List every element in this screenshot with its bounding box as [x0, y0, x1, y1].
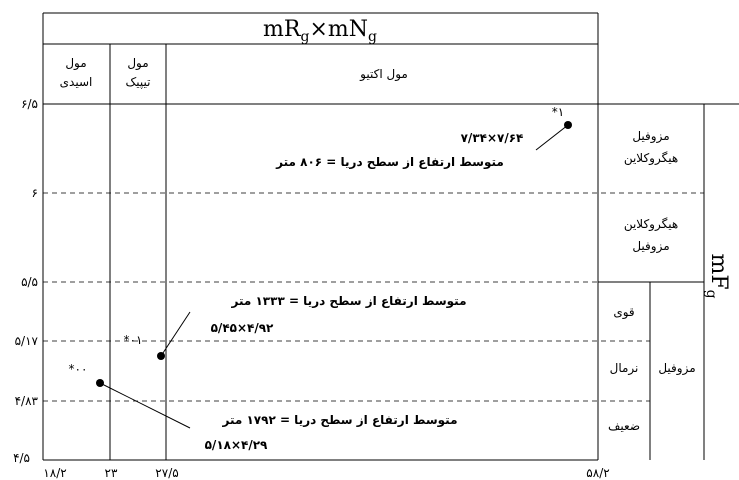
point-3-value: ۵/۱۸×۴/۲۹	[205, 438, 268, 452]
x-tick: ۵۸/۲	[586, 466, 609, 480]
col-acidic-line2: اسیدی	[60, 75, 93, 89]
col-typic-line2: تیپیک	[126, 75, 151, 89]
data-point-1	[564, 121, 572, 129]
point-labels: *۱ *۰۱ *۰۰	[69, 105, 565, 376]
column-headers: مول اسیدی مول تیپیک مول اکتیو	[60, 56, 408, 89]
region-normal: نرمال	[610, 361, 639, 376]
y-tick: ۶	[32, 186, 38, 200]
region-strong: قوی	[613, 305, 634, 320]
point-1-value: ۷/۳۴×۷/۶۴	[461, 131, 524, 145]
annotations: ۷/۳۴×۷/۶۴ متوسط ارتفاع از سطح دریا = ۸۰۶…	[205, 131, 524, 452]
y-ticks: ۶/۵ ۶ ۵/۵ ۵/۱۷ ۴/۸۳ ۴/۵	[13, 97, 38, 465]
col-typic-line1: مول	[127, 56, 148, 71]
x-tick: ۲۷/۵	[155, 466, 178, 480]
y-tick: ۴/۸۳	[15, 394, 39, 408]
point-1-elevation: متوسط ارتفاع از سطح دریا = ۸۰۶ متر	[275, 155, 504, 170]
y-tick: ۵/۵	[21, 275, 38, 289]
region-top1-line2: هیگروکلاین	[624, 151, 678, 166]
grid-lines	[43, 192, 704, 402]
x-tick: ۲۳	[105, 466, 118, 480]
col-acidic-line1: مول	[65, 56, 86, 71]
region-top2-line1: هیگروکلاین	[624, 217, 678, 232]
data-point-2	[157, 352, 165, 360]
point-2-value: ۵/۴۵×۴/۹۲	[211, 321, 274, 335]
x-tick: ۱۸/۲	[43, 466, 66, 480]
point-label-1: *۱	[552, 105, 564, 119]
region-weak: ضعیف	[608, 419, 640, 433]
region-mesophil: مزوفیل	[658, 361, 695, 376]
region-top1-line1: مزوفیل	[632, 129, 669, 144]
data-points	[96, 121, 572, 387]
point-label-2: *۰۱	[124, 333, 143, 347]
chart-title: mRg×mNg	[263, 17, 377, 45]
data-point-3	[96, 379, 104, 387]
point-label-3: *۰۰	[69, 362, 88, 376]
y-axis-title: mFg	[703, 253, 731, 298]
y-tick: ۶/۵	[21, 97, 38, 111]
region-labels: مزوفیل هیگروکلاین هیگروکلاین مزوفیل قوی …	[608, 129, 696, 433]
point-2-elevation: متوسط ارتفاع از سطح دریا = ۱۳۳۳ متر	[230, 294, 466, 309]
leader-lines	[99, 124, 569, 429]
y-tick: ۴/۵	[13, 451, 30, 465]
x-ticks: ۱۸/۲ ۲۳ ۲۷/۵ ۵۸/۲	[43, 466, 609, 480]
point-3-elevation: متوسط ارتفاع از سطح دریا = ۱۷۹۲ متر	[221, 413, 457, 428]
region-top2-line2: مزوفیل	[632, 239, 669, 254]
col-active: مول اکتیو	[359, 67, 408, 82]
frame	[42, 12, 739, 461]
y-tick: ۵/۱۷	[15, 334, 39, 348]
